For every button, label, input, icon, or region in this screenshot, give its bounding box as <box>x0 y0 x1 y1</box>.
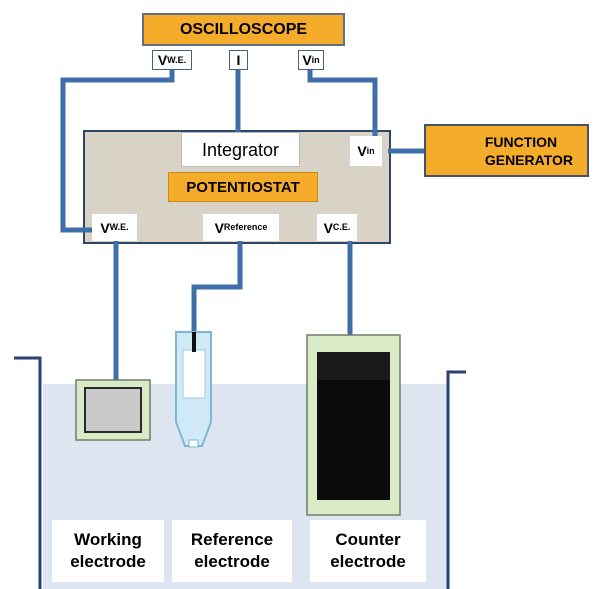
reference-caption-line1: Reference <box>190 530 274 549</box>
function-generator-line2: GENERATOR <box>484 151 573 168</box>
counter-electrode-plate-top <box>317 352 390 380</box>
integrator-label: Integrator <box>201 139 280 160</box>
function-generator-line1: FUNCTION <box>484 133 558 150</box>
port-we-main: V <box>157 52 168 68</box>
pot-vin-sub: in <box>366 145 375 156</box>
counter-caption-line2: electrode <box>330 552 406 571</box>
wire-reference-electrode <box>191 241 243 334</box>
reference-electrode-inner <box>182 349 206 399</box>
potentiostat-title-box: POTENTIOSTAT <box>168 172 318 202</box>
port-we-sub: W.E. <box>167 54 187 65</box>
port-vin-main: V <box>302 52 312 68</box>
oscilloscope-port-i: I <box>229 50 248 70</box>
function-generator-box: FUNCTION GENERATOR <box>424 124 589 177</box>
terminal-ref-main: V <box>214 219 224 236</box>
oscilloscope-box: OSCILLOSCOPE <box>142 13 345 46</box>
wires <box>60 70 428 382</box>
working-electrode-caption: Working electrode <box>52 520 164 582</box>
wire-oscilloscope-we <box>60 70 175 233</box>
integrator-box: Integrator <box>181 132 300 167</box>
port-vin-sub: in <box>311 54 320 65</box>
oscilloscope-title: OSCILLOSCOPE <box>179 20 308 38</box>
reference-electrode-tip <box>188 439 199 448</box>
terminal-we-sub: W.E. <box>109 222 129 232</box>
pot-vin-main: V <box>357 143 367 159</box>
terminal-we-main: V <box>100 219 110 236</box>
potentiostat-title: POTENTIOSTAT <box>186 178 300 196</box>
working-caption-line1: Working <box>74 530 142 549</box>
working-electrode-plate <box>84 387 142 433</box>
reference-caption-line2: electrode <box>194 552 270 571</box>
wire-oscilloscope-vin <box>307 70 378 136</box>
port-i-main: I <box>236 52 241 68</box>
terminal-ce-main: V <box>323 219 333 236</box>
terminal-ce-sub: C.E. <box>332 222 351 232</box>
beaker-wall-right <box>446 370 466 589</box>
function-generator-label: FUNCTION GENERATOR <box>485 133 573 169</box>
beaker-wall-left <box>14 356 42 589</box>
counter-caption-line1: Counter <box>335 530 401 549</box>
counter-electrode-caption: Counter electrode <box>310 520 426 582</box>
reference-electrode-caption: Reference electrode <box>172 520 292 582</box>
working-caption-line2: electrode <box>70 552 146 571</box>
terminal-ref-sub: Reference <box>223 222 268 232</box>
